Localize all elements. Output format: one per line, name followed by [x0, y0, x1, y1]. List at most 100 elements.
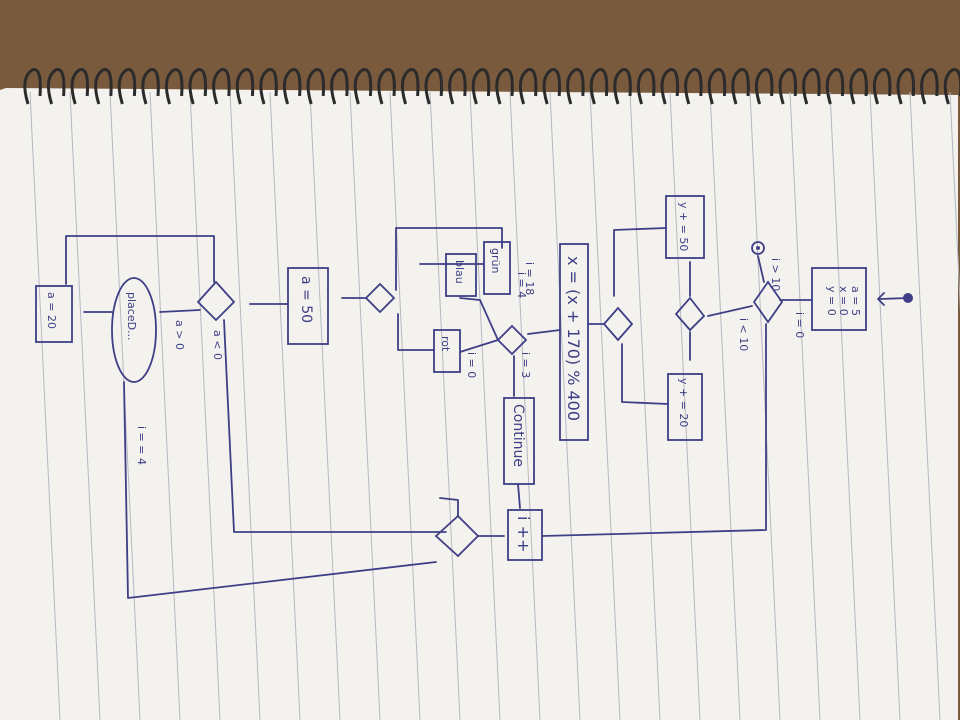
place-label: placeD... [125, 292, 138, 341]
binding-ring [188, 68, 208, 105]
binding-ring [448, 68, 467, 105]
binding-ring [306, 68, 326, 105]
binding-ring [566, 68, 585, 105]
colour-to-blau-line [459, 297, 499, 341]
x-to-colour-arrow [527, 329, 561, 335]
sign-decision-diamond [196, 280, 236, 322]
y-plus-50-box [665, 195, 705, 259]
i-eq-4-label: i = = 4 [135, 426, 148, 465]
sign-top-loop-line [65, 235, 215, 285]
ruled-line [29, 91, 61, 720]
binding-ring [164, 68, 184, 105]
bottom-merge-diamond [434, 514, 480, 558]
continue-label: Continue [510, 404, 526, 467]
notebook-page [0, 88, 958, 720]
binding-ring [896, 68, 916, 105]
ruled-line [749, 91, 781, 720]
branch-label-4: i = 0 [465, 352, 478, 378]
binding-ring [778, 68, 798, 105]
colour-to-rot-line [459, 339, 499, 353]
binding-ring [282, 68, 302, 105]
ruled-line [349, 91, 381, 720]
branch-label-2: i = 4 [515, 272, 528, 298]
a-eq-20-box [35, 285, 73, 343]
i-increment-box [507, 509, 543, 561]
binding-ring [684, 68, 703, 105]
rot-merge-line [397, 313, 435, 351]
binding-ring [117, 68, 137, 105]
y-plus-50-label: y + = 50 [677, 202, 690, 251]
binding-ring [920, 68, 939, 105]
y-plus-20-box [667, 373, 703, 441]
init-arrow-label: i = 0 [793, 312, 806, 338]
binding-ring [825, 68, 845, 105]
binding-ring [636, 68, 656, 105]
binding-ring [94, 68, 113, 105]
init-line-x: x = 0 [837, 286, 850, 316]
continue-box [503, 397, 535, 485]
binding-ring [707, 68, 727, 105]
ruled-line [149, 91, 181, 720]
binding-ring [23, 68, 42, 105]
loop-body-label: i < 10 [737, 318, 750, 351]
ruled-line [949, 91, 960, 312]
ruled-line [629, 91, 661, 720]
ruled-line [789, 91, 821, 720]
binding-ring [46, 68, 66, 105]
start-arrow [879, 297, 909, 300]
loop-exit-label: i > 10 [769, 258, 782, 291]
a-eq-50-box [287, 267, 329, 345]
binding-ring [424, 68, 444, 105]
ruled-line [829, 91, 861, 720]
blau-label: blau [453, 260, 466, 284]
ruled-line [869, 91, 901, 720]
merge-line-top [613, 227, 667, 297]
binding-ring [235, 68, 255, 105]
sign-neg-line [223, 319, 447, 533]
i-eq-4-line [123, 381, 437, 599]
binding-ring [542, 68, 562, 105]
branch-label-3: i = 3 [519, 352, 532, 378]
binding-ring [518, 68, 538, 105]
start-arrowhead [877, 292, 885, 306]
bottom-merge-top-line [439, 497, 459, 517]
ruled-line [709, 91, 741, 720]
binding-ring [353, 68, 373, 105]
ruled-line [189, 91, 221, 720]
ruled-line [549, 91, 581, 720]
hand-drawn-flowchart: a = 5 x = 0 y = 0 i = 0 i > 10 i < 10 y … [35, 195, 913, 599]
end-node-dot [756, 246, 760, 250]
binding-ring [70, 68, 90, 105]
binding-ring [872, 68, 892, 105]
binding-ring [212, 68, 231, 105]
rot-box [433, 329, 461, 373]
ruled-line [909, 91, 941, 720]
a-eq-50-label: a = 50 [298, 276, 314, 323]
top-merge-line [395, 227, 503, 291]
ruled-line [309, 91, 341, 720]
spiral-binding [23, 68, 960, 105]
y-decision-diamond [674, 296, 706, 332]
colour-merge-diamond [364, 282, 396, 314]
place-ellipse [111, 277, 157, 383]
a-gt-0-label: a > 0 [173, 320, 186, 350]
init-line-a: a = 5 [849, 286, 862, 316]
binding-ring [731, 68, 750, 105]
init-box [811, 267, 867, 331]
back-to-loop-line [541, 323, 767, 537]
sign-to-place-arrow [159, 309, 201, 313]
binding-ring [849, 68, 868, 105]
end-node [751, 241, 765, 255]
x-formula-box [559, 243, 589, 441]
ruled-line [229, 91, 261, 720]
binding-ring [589, 68, 609, 105]
i-increment-label: i ++ [514, 516, 533, 552]
ruled-line [589, 91, 621, 720]
binding-ring [377, 68, 396, 105]
merge-line-bottom [621, 343, 669, 405]
binding-ring [330, 68, 349, 105]
rot-label: rot [439, 336, 452, 352]
a-lt-0-label: a < 0 [211, 330, 224, 360]
continue-to-inc-arrow [517, 483, 521, 509]
